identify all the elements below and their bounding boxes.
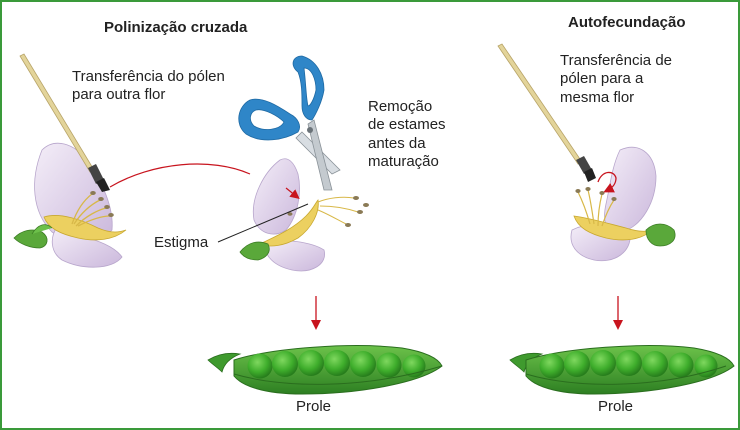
stigma-leader-line [217,203,309,243]
paintbrush-icon-right [497,43,596,182]
arrow-down-icon [311,296,321,330]
cross-transfer-label: Transferência do pólen para outra flor [72,68,225,104]
pea-pod-icon [207,345,443,395]
self-fertilization-title: Autofecundação [568,14,686,31]
stamen-removal-label: Remoção de estames antes da maturação [368,98,446,170]
pea-row [247,350,426,379]
self-transfer-label: Transferência de pólen para a mesma flor [560,52,673,106]
paintbrush-icon [19,53,110,192]
cross-pollination-title: Polinização cruzada [104,19,248,36]
self-flower-icon [570,146,676,262]
arrow-down-icon-right [613,296,623,330]
stigma-label: Estigma [154,234,209,251]
offspring-label-left: Prole [296,398,332,415]
recipient-flower-icon [239,158,369,272]
pea-row-right [539,350,718,379]
pea-pod-icon-right [509,345,735,395]
offspring-label-right: Prole [598,398,634,415]
scissors-icon [238,55,341,191]
pollen-transfer-arrow [109,163,251,188]
donor-flower-icon [13,142,127,268]
